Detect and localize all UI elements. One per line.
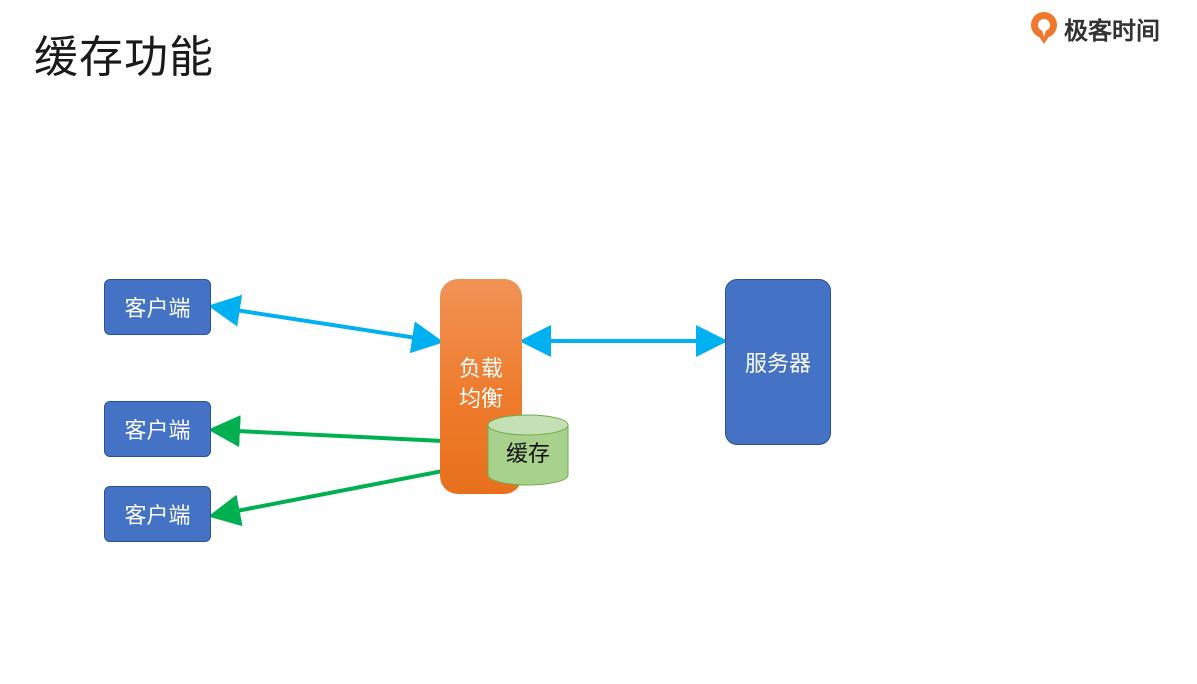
- arrow-client1-loadbalancer: [208, 294, 444, 354]
- client-node-1: 客户端: [104, 279, 211, 335]
- client-label: 客户端: [124, 297, 191, 322]
- slide-title: 缓存功能: [34, 32, 214, 83]
- server-label: 服务器: [744, 352, 811, 377]
- client-node-2: 客户端: [104, 401, 211, 457]
- load-balancer-label: 负载均衡: [458, 357, 503, 412]
- client-label: 客户端: [124, 504, 191, 529]
- load-balancer-node: 负载均衡: [440, 279, 522, 494]
- server-node: 服务器: [725, 279, 831, 445]
- client-node-3: 客户端: [104, 486, 211, 542]
- arrow-client2-cache: [208, 415, 492, 458]
- arrow-client3-cache: [208, 451, 492, 527]
- brand-logo: 极客时间: [1028, 10, 1160, 46]
- cache-label: 缓存: [505, 442, 550, 467]
- client-label: 客户端: [124, 419, 191, 444]
- geektime-logo-icon: [1031, 12, 1057, 44]
- cache-cylinder: [487, 414, 569, 486]
- brand-name: 极客时间: [1064, 16, 1160, 45]
